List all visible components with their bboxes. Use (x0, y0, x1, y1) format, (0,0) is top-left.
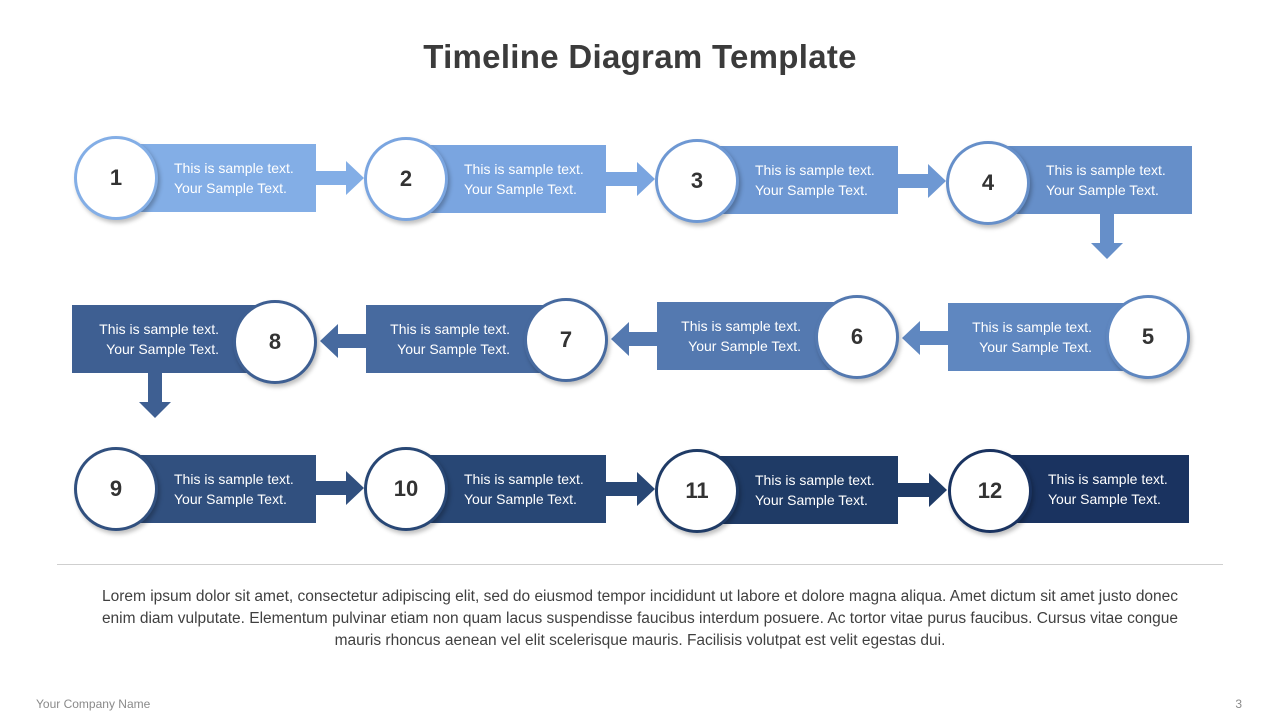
arrow-7-to-8 (320, 324, 366, 358)
step-10-text-line2: Your Sample Text. (464, 491, 577, 507)
step-10-number: 10 (393, 476, 419, 501)
arrow-1-to-2 (316, 161, 364, 195)
step-12-text-line1: This is sample text. (1048, 471, 1168, 487)
step-6-number: 6 (850, 324, 864, 349)
arrow-5-to-6 (902, 321, 948, 355)
step-2-text-line1: This is sample text. (464, 161, 584, 177)
arrow-6-to-7 (611, 322, 657, 356)
step-9-text-line2: Your Sample Text. (174, 491, 287, 507)
arrow-11-to-12 (898, 473, 947, 507)
step-11-text-line1: This is sample text. (755, 472, 875, 488)
step-4-number: 4 (981, 170, 995, 195)
step-12-number: 12 (977, 478, 1003, 503)
step-8-number: 8 (268, 329, 282, 354)
step-9-text-line1: This is sample text. (174, 471, 294, 487)
step-9-number: 9 (109, 476, 123, 501)
step-5-text-line2: Your Sample Text. (979, 339, 1092, 355)
step-7-text-line1: This is sample text. (390, 321, 510, 337)
page-title: Timeline Diagram Template (423, 38, 857, 75)
step-11-number: 11 (685, 478, 709, 503)
step-9-circle: 9 (74, 447, 158, 531)
step-5-number: 5 (1141, 324, 1155, 349)
step-10-text-line1: This is sample text. (464, 471, 584, 487)
step-3-text-line1: This is sample text. (755, 162, 875, 178)
step-4-text-line1: This is sample text. (1046, 162, 1166, 178)
divider-line (57, 564, 1223, 565)
arrow-2-to-3 (606, 162, 655, 196)
arrow-3-to-4 (898, 164, 946, 198)
step-1-circle: 1 (74, 136, 158, 220)
step-3-text-line2: Your Sample Text. (755, 182, 868, 198)
step-6-circle: 6 (815, 295, 899, 379)
step-5-text-line1: This is sample text. (972, 319, 1092, 335)
footer-page-number: 3 (1235, 697, 1242, 711)
step-4-text-line2: Your Sample Text. (1046, 182, 1159, 198)
step-11-circle: 11 (655, 449, 739, 533)
step-2-text-line2: Your Sample Text. (464, 181, 577, 197)
arrow-8-to-9 (139, 372, 171, 418)
step-10-circle: 10 (364, 447, 448, 531)
step-2-number: 2 (399, 166, 413, 191)
arrow-10-to-11 (606, 472, 655, 506)
step-8-text-line1: This is sample text. (99, 321, 219, 337)
step-2-circle: 2 (364, 137, 448, 221)
step-1-text-line1: This is sample text. (174, 160, 294, 176)
step-12-circle: 12 (948, 449, 1032, 533)
step-3-circle: 3 (655, 139, 739, 223)
step-12-text-line2: Your Sample Text. (1048, 491, 1161, 507)
body-text: Lorem ipsum dolor sit amet, consectetur … (101, 588, 1179, 649)
step-7-circle: 7 (524, 298, 608, 382)
step-1-number: 1 (109, 165, 123, 190)
footer-company-name: Your Company Name (36, 697, 151, 711)
step-8-text-line2: Your Sample Text. (106, 341, 219, 357)
step-8-circle: 8 (233, 300, 317, 384)
step-11-text-line2: Your Sample Text. (755, 492, 868, 508)
step-3-number: 3 (690, 168, 704, 193)
step-6-text-line1: This is sample text. (681, 318, 801, 334)
step-6-text-line2: Your Sample Text. (688, 338, 801, 354)
step-7-text-line2: Your Sample Text. (397, 341, 510, 357)
arrow-4-to-5 (1091, 212, 1123, 259)
step-1-text-line2: Your Sample Text. (174, 180, 287, 196)
step-7-number: 7 (559, 327, 573, 352)
step-5-circle: 5 (1106, 295, 1190, 379)
timeline-arrows (139, 161, 1123, 507)
step-4-circle: 4 (946, 141, 1030, 225)
arrow-9-to-10 (316, 471, 364, 505)
